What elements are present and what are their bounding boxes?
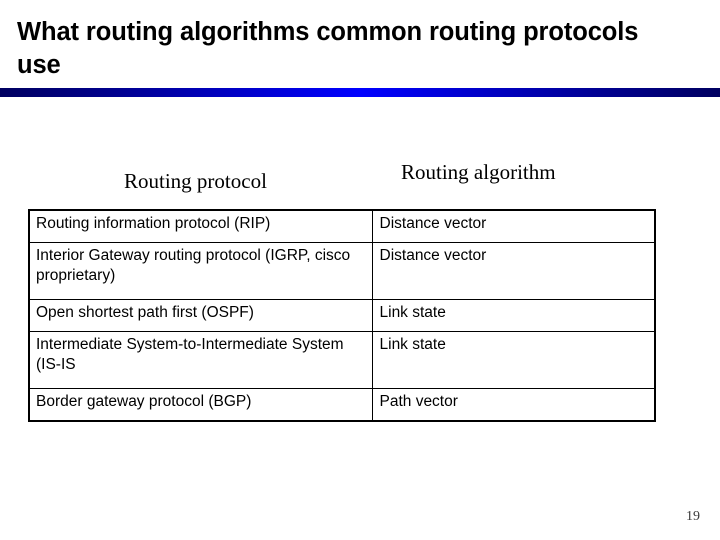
cell-routing-algorithm: Distance vector — [371, 209, 656, 243]
cell-routing-algorithm: Link state — [371, 299, 656, 332]
page-title: What routing algorithms common routing p… — [17, 18, 639, 79]
table-row: Border gateway protocol (BGP) Path vecto… — [28, 388, 656, 422]
cell-routing-algorithm: Path vector — [371, 388, 656, 422]
cell-routing-protocol: Routing information protocol (RIP) — [28, 209, 373, 243]
cell-routing-protocol: Intermediate System-to-Intermediate Syst… — [28, 331, 373, 389]
cell-routing-protocol: Open shortest path first (OSPF) — [28, 299, 373, 332]
table-body: Routing information protocol (RIP) Dista… — [28, 209, 656, 422]
cell-routing-algorithm: Link state — [371, 331, 656, 389]
cell-routing-algorithm: Distance vector — [371, 242, 656, 300]
page-number: 19 — [686, 509, 700, 524]
table-row: Intermediate System-to-Intermediate Syst… — [28, 331, 656, 389]
column-caption-routing-protocol: Routing protocol — [124, 169, 267, 193]
table-row: Interior Gateway routing protocol (IGRP,… — [28, 242, 656, 300]
title-divider-bar — [0, 88, 720, 97]
cell-routing-protocol: Border gateway protocol (BGP) — [28, 388, 373, 422]
table-row: Open shortest path first (OSPF) Link sta… — [28, 299, 656, 332]
column-caption-routing-algorithm: Routing algorithm — [401, 160, 556, 184]
cell-routing-protocol: Interior Gateway routing protocol (IGRP,… — [28, 242, 373, 300]
routing-protocols-table: Routing information protocol (RIP) Dista… — [28, 209, 656, 422]
table-row: Routing information protocol (RIP) Dista… — [28, 209, 656, 243]
